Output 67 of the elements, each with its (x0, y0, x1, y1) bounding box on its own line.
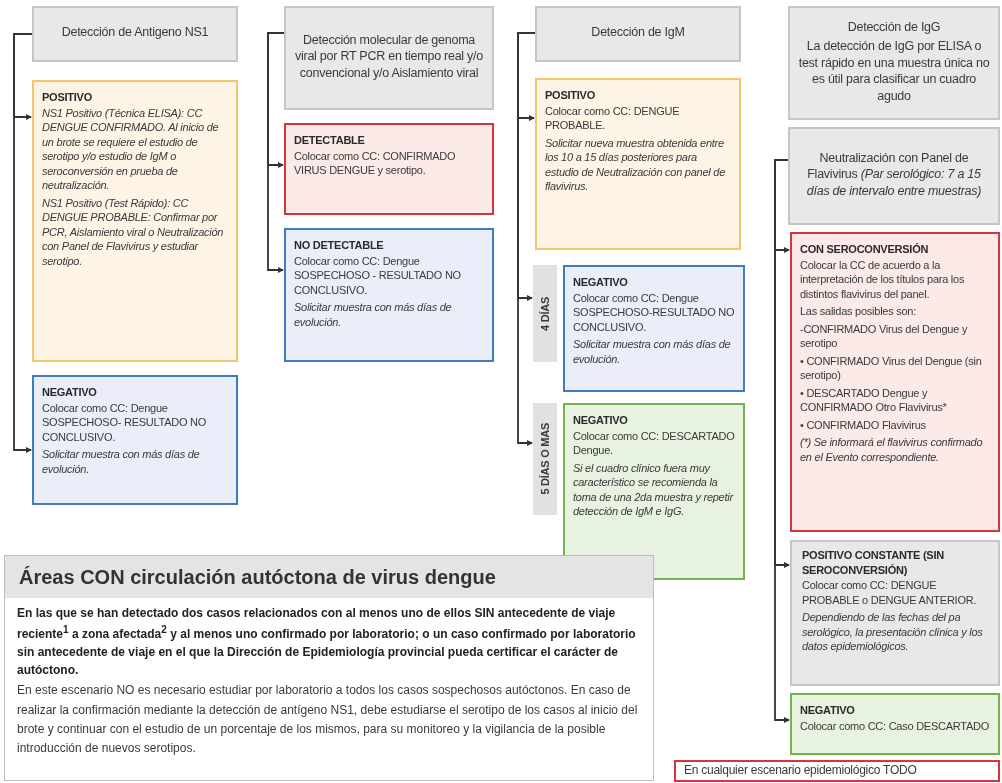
note-text: NS1 Positivo (Test Rápido): CC DENGUE PROBABLE: Confirmar por PCR, Aislamiento viral o Neutralización con Panel de Flavivirus y estudiar serotipo. (42, 195, 225, 269)
note-text: Si el cuadro clínico fuera muy característico se recomienda la toma de una 2da muestra y repetir detección de IgM e IgG. (573, 460, 735, 519)
result-box (790, 232, 1000, 532)
connector-arrow (774, 159, 790, 723)
box-text: Colocar como CC: DENGUE PROBABLE. (545, 103, 681, 133)
result-box (790, 540, 1000, 686)
day-label: 4 DÍAS (537, 296, 552, 331)
box-text: Colocar como CC: CONFIRMADO VIRUS DENGUE y serotipo. (294, 148, 457, 178)
result-box (563, 265, 745, 392)
note-text: (*) Se informará el flavivirus confirmado en el Evento correspondiente. (800, 435, 984, 465)
header-box (535, 6, 741, 62)
header-text: Detección de IgG (846, 18, 942, 36)
result-heading: POSITIVO CONSTANTE (SIN SEROCONVERSIÓN) (802, 548, 945, 578)
day-tab (533, 265, 557, 362)
result-box (32, 80, 238, 362)
result-box (284, 228, 494, 362)
note-text: Dependiendo de las fechas del pa serológico, la presentación clínica y los datos epidemiológicos. (802, 610, 984, 654)
header-text: Detección de Antigeno NS1 (60, 24, 210, 41)
header-text: Neutralización con Panel de Flavivirus (Par serológico: 7 a 15 días de intervalo entre muestras) (805, 149, 983, 200)
box-text: Colocar como CC: Dengue SOSPECHOSO-RESULTADO NO CONCLUSIVO. (573, 290, 736, 335)
definition-text: En las que se han detectado dos casos relacionados con al menos uno de ellos SIN antecedente de viaje reciente$^{1}$ a zona afectada$^{2}$ y al menos uno confirmado por laboratorio; o un caso confirmado por laboratorio sin antecedente de viaje en el que la Dirección de Epidemiología provincial pueda certificar el carácter de autóctono. (16, 605, 637, 680)
result-heading: NEGATIVO (800, 703, 856, 718)
note-text: Solicitar nueva muestra obtenida entre los 10 a 15 días posteriores para estudio de Neutralización con panel de flavivirus. (545, 135, 727, 194)
note-text: Solicitar muestra con más días de evolución. (294, 300, 453, 330)
connector-arrow (13, 33, 33, 453)
box-text: La detección de IgG por ELISA o test rápido en una muestra única no es útil para clasificar un cuadro agudo (797, 38, 991, 105)
note-text: NS1 Positivo (Técnica ELISA): CC DENGUE CONFIRMADO. Al inicio de un brote se requiere el estudio de serotipo y/o estudio de IgM o seroconversión en prueba de neutralización. (42, 105, 220, 193)
result-heading: NEGATIVO (42, 385, 98, 400)
result-heading: NO DETECTABLE (294, 238, 385, 253)
panel-title: Áreas CON circulación autóctona de virus dengue (5, 556, 653, 599)
header-box (284, 6, 494, 110)
result-heading: CON SEROCONVERSIÓN (800, 242, 930, 257)
note-box (674, 760, 1000, 782)
box-text: En cualquier escenario epidemiológico TODO (684, 763, 918, 779)
box-text: • DESCARTADO Dengue y CONFIRMADO Otro Flavivirus* (800, 385, 948, 415)
box-text: Colocar como CC: DESCARTADO Dengue. (573, 428, 736, 458)
result-heading: NEGATIVO (573, 275, 629, 290)
result-box (563, 403, 745, 580)
info-panel (4, 555, 654, 781)
result-heading: POSITIVO (545, 88, 596, 103)
box-text: Colocar la CC de acuerdo a la interpretación de los títulos para los distintos flavivirus del panel. (800, 257, 966, 302)
header-text: Detección de IgM (590, 24, 686, 41)
header-box (788, 127, 1000, 225)
header-box (32, 6, 238, 62)
note-text: Solicitar muestra con más días de evolución. (573, 337, 732, 367)
box-text: Colocar como CC: Caso DESCARTADO (800, 718, 991, 734)
note-text: Solicitar muestra con más días de evolución. (42, 447, 201, 477)
result-heading: DETECTABLE (294, 133, 366, 148)
result-box (790, 693, 1000, 755)
result-box (32, 375, 238, 505)
header-box (788, 6, 1000, 120)
result-box (284, 123, 494, 215)
box-text: -CONFIRMADO Virus del Dengue y serotipo (800, 321, 969, 351)
box-text: Colocar como CC: Dengue SOSPECHOSO- RESULTADO NO CONCLUSIVO. (42, 400, 208, 445)
result-box (535, 78, 741, 250)
box-text: Colocar como CC: Dengue SOSPECHOSO - RESULTADO NO CONCLUSIVO. (294, 253, 462, 298)
body-text: En este escenario NO es necesario estudiar por laboratorio a todos los casos sospechosos autóctonos. En caso de realizar la confirmación mediante la detección de antígeno NS1, debe estudiarse el serotipo de los casos al inicio del brote y continuar con el estudio de un porcentaje de los mismos, para su monitoreo y la vigilancia de la posible introducción de nuevos serotipos. (16, 682, 639, 757)
connector-arrow (267, 32, 285, 273)
box-text: Las salidas posibles son: (800, 304, 918, 319)
box-text: • CONFIRMADO Virus del Dengue (sin serotipo) (800, 353, 983, 383)
box-text: • CONFIRMADO Flavivirus (800, 417, 927, 433)
header-text: Detección molecular de genoma viral por RT PCR en tiempo real y/o convencional y/o Aislamiento viral (293, 31, 485, 82)
result-heading: POSITIVO (42, 90, 93, 105)
day-label: 5 DÍAS O MAS (537, 423, 552, 495)
box-text: Colocar como CC: DENGUE PROBABLE o DENGUE ANTERIOR. (802, 578, 978, 608)
result-heading: NEGATIVO (573, 413, 629, 428)
day-tab (533, 403, 557, 515)
